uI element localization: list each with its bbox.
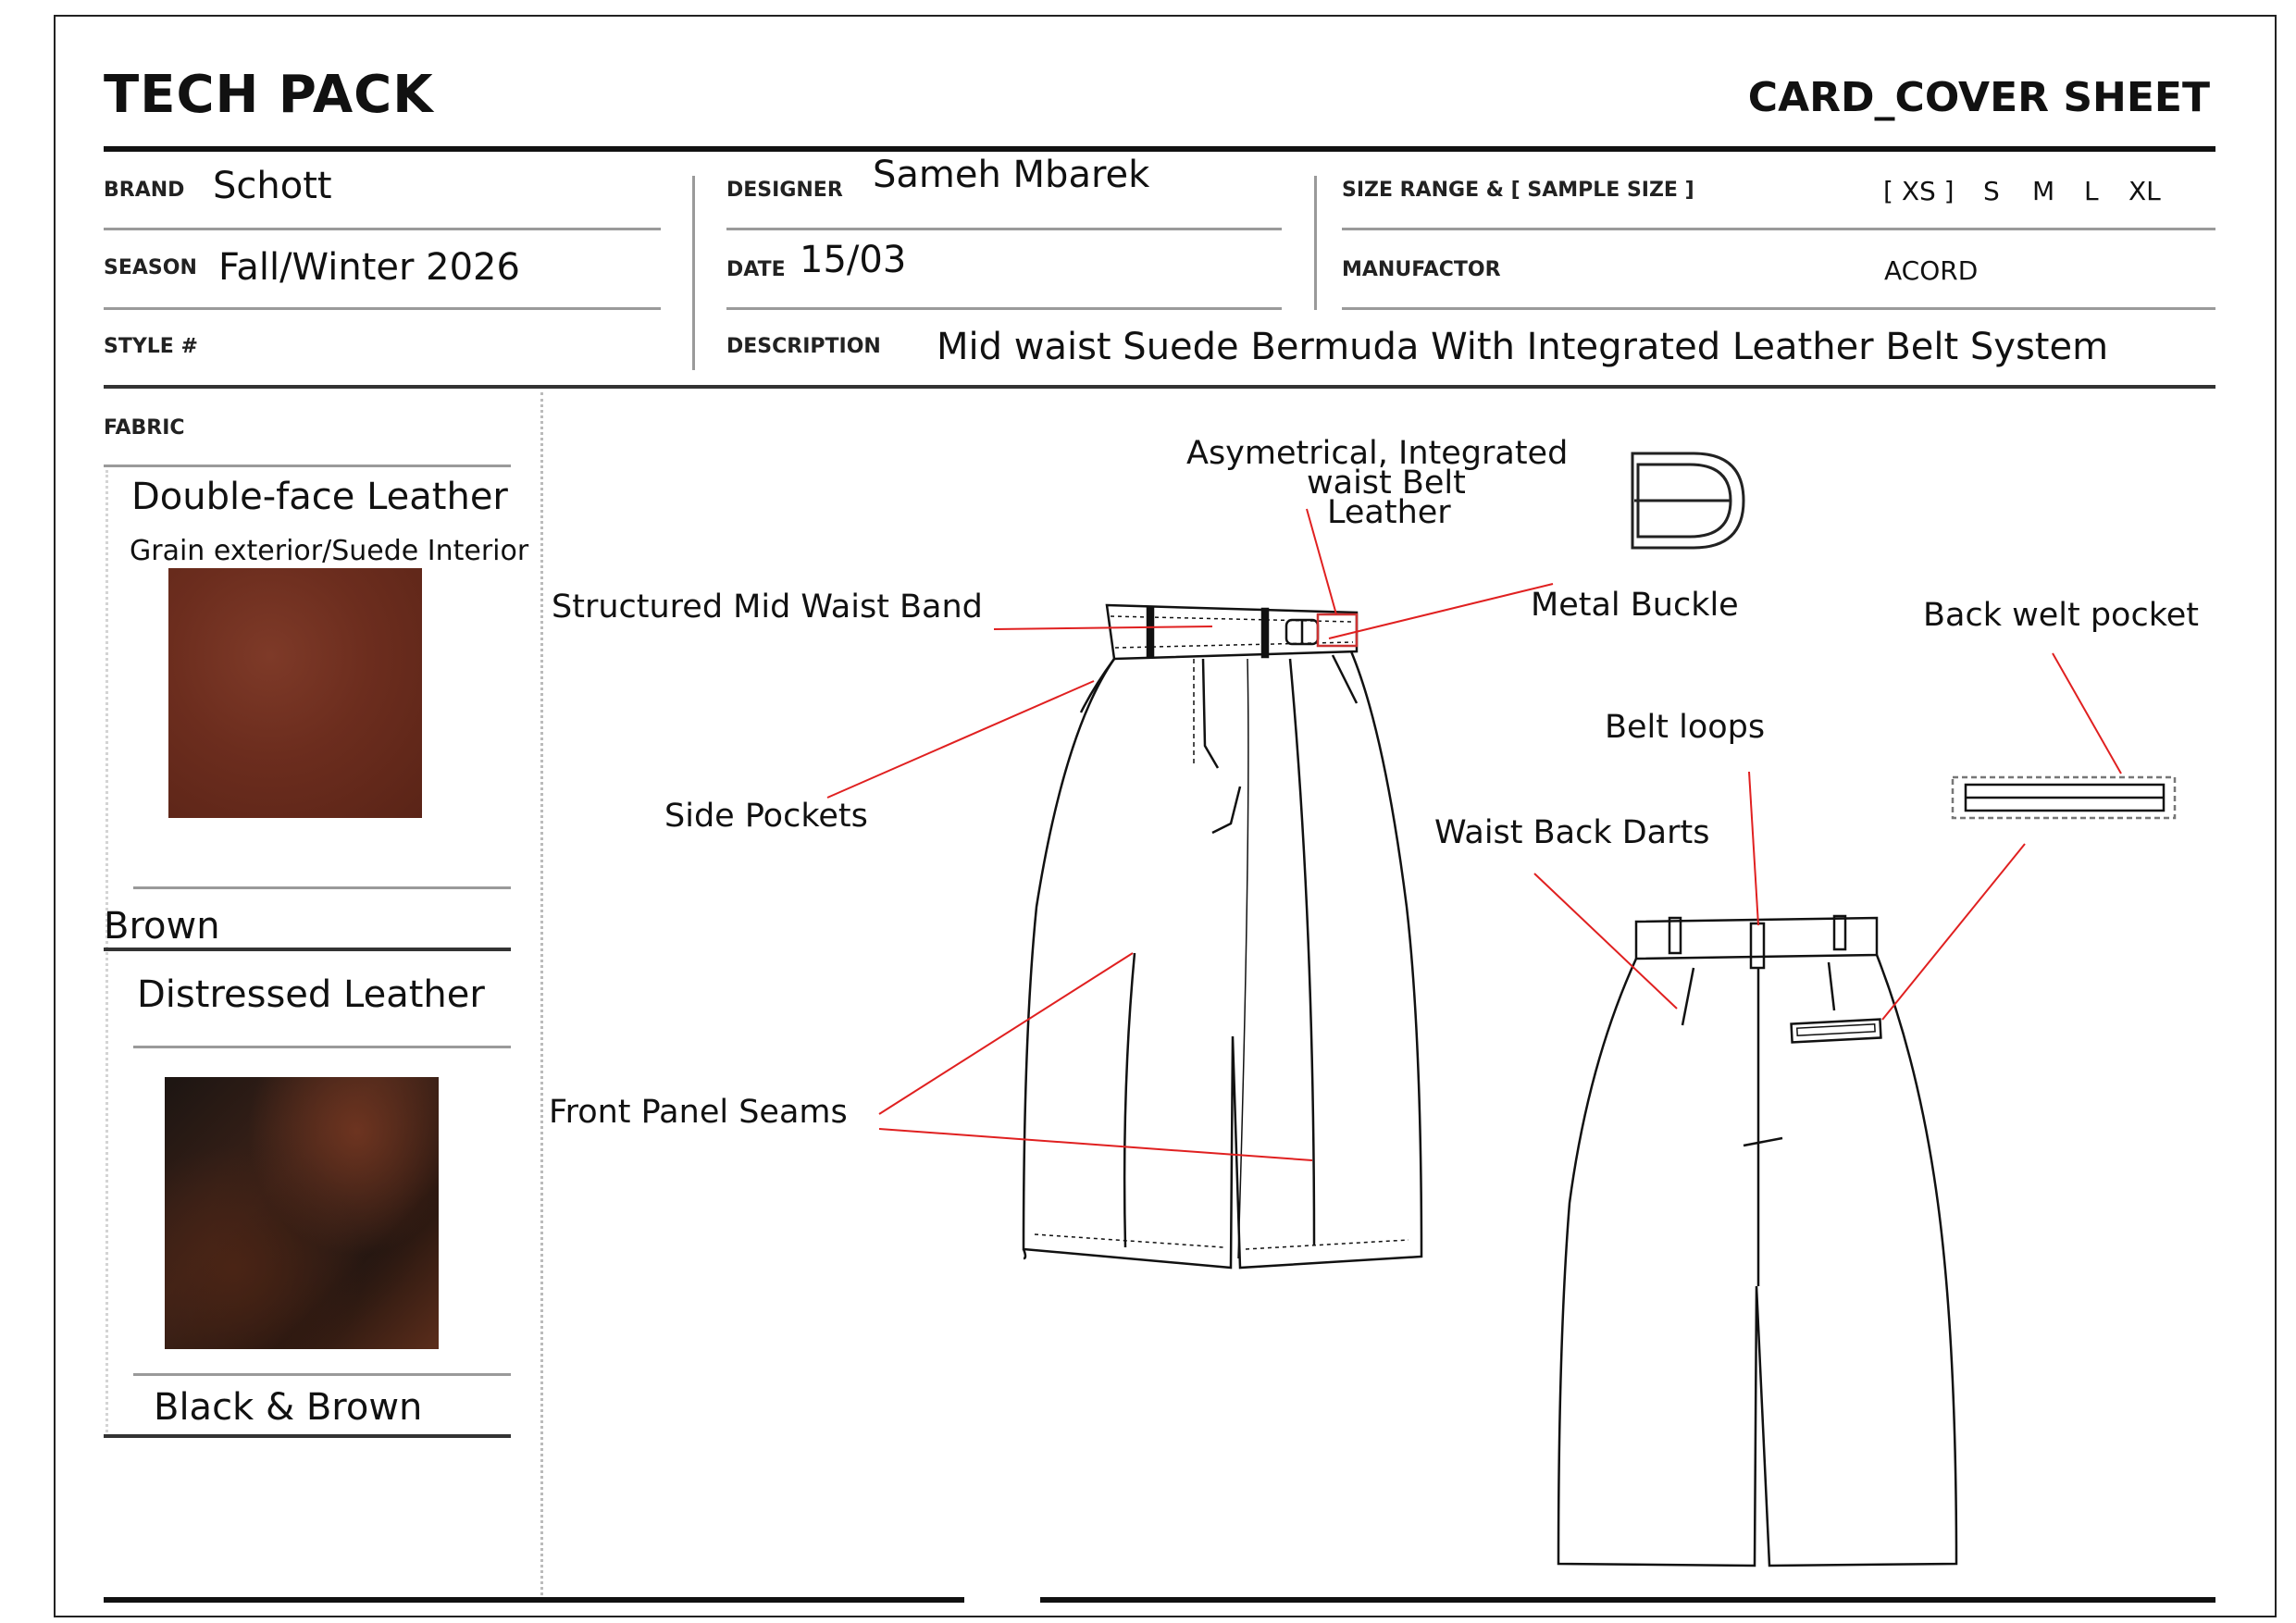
callout-side-pockets: Side Pockets (664, 798, 868, 835)
fabric-top-rule (104, 465, 511, 467)
fabric-label: FABRIC (104, 416, 185, 440)
manufactor-label: MANUFACTOR (1342, 258, 1501, 281)
front-view-sketch (1022, 603, 1423, 1270)
fabric-left-edge (105, 470, 108, 1432)
description-value: Mid waist Suede Bermuda With Integrated … (937, 326, 2109, 368)
page-frame (54, 15, 2277, 1617)
manufactor-rule (1342, 307, 2215, 310)
brand-rule (104, 228, 661, 230)
callout-belt-line3: Leather (1327, 494, 1451, 531)
manufactor-value: ACORD (1884, 255, 1979, 286)
designer-label: DESIGNER (726, 179, 843, 202)
date-value: 15/03 (800, 239, 907, 281)
fabric-2-color: Black & Brown (154, 1386, 423, 1429)
callout-belt-loops: Belt loops (1605, 709, 1766, 746)
page-title: TECH PACK (104, 65, 434, 125)
brand-label: BRAND (104, 179, 185, 202)
callout-belt-line2: waist Belt (1307, 465, 1466, 502)
size-l: L (2084, 176, 2099, 206)
callout-lines (826, 508, 2122, 1161)
divider-1 (692, 176, 695, 370)
size-rule (1342, 228, 2215, 230)
buckle-icon (1631, 452, 1745, 550)
callout-waist-band: Structured Mid Waist Band (552, 588, 983, 626)
callout-metal-buckle: Metal Buckle (1531, 587, 1739, 624)
season-label: SEASON (104, 256, 197, 279)
size-xs: [ XS ] (1883, 176, 1955, 206)
fabric-2-name: Distressed Leather (137, 973, 485, 1016)
fabric-1-swatch (168, 568, 422, 818)
footer-rule-left (104, 1597, 964, 1603)
callout-waist-back-darts: Waist Back Darts (1434, 814, 1710, 851)
callout-back-welt-pocket: Back welt pocket (1923, 597, 2199, 634)
callout-belt-line1: Asymetrical, Integrated (1186, 435, 1569, 472)
fabric-1-rule (133, 886, 511, 889)
footer-rule-right (1040, 1597, 2215, 1603)
brand-value: Schott (213, 165, 332, 207)
designer-rule (726, 228, 1282, 230)
info-bottom-rule (104, 385, 2215, 389)
fabric-2-rule (133, 1046, 511, 1048)
fabric-1-sub: Grain exterior/Suede Interior (130, 535, 529, 567)
header-rule (104, 146, 2215, 152)
fabric-1-bottom-rule (104, 948, 511, 951)
fabric-2-swatch (165, 1077, 439, 1349)
fabric-2-rule-lower (133, 1373, 511, 1376)
season-value: Fall/Winter 2026 (218, 246, 520, 289)
designer-value: Sameh Mbarek (873, 154, 1150, 196)
fabric-column-divider (540, 392, 543, 1595)
description-label: DESCRIPTION (726, 335, 881, 358)
season-rule (104, 307, 661, 310)
fabric-1-color: Brown (104, 905, 220, 948)
size-xl: XL (2128, 176, 2161, 206)
fabric-2-bottom-rule (104, 1434, 511, 1438)
fabric-1-name: Double-face Leather (131, 476, 508, 518)
style-label: STYLE # (104, 335, 198, 358)
size-range-label: SIZE RANGE & [ SAMPLE SIZE ] (1342, 179, 1694, 202)
date-label: DATE (726, 258, 786, 281)
date-rule (726, 307, 1282, 310)
sheet-title: CARD_COVER SHEET (1747, 74, 2210, 121)
callout-front-panel-seams: Front Panel Seams (549, 1094, 848, 1131)
size-s: S (1983, 176, 2000, 206)
back-view-sketch (1557, 914, 1958, 1567)
divider-2 (1314, 176, 1317, 310)
back-welt-pocket-detail (1951, 775, 2177, 820)
size-m: M (2032, 176, 2055, 206)
